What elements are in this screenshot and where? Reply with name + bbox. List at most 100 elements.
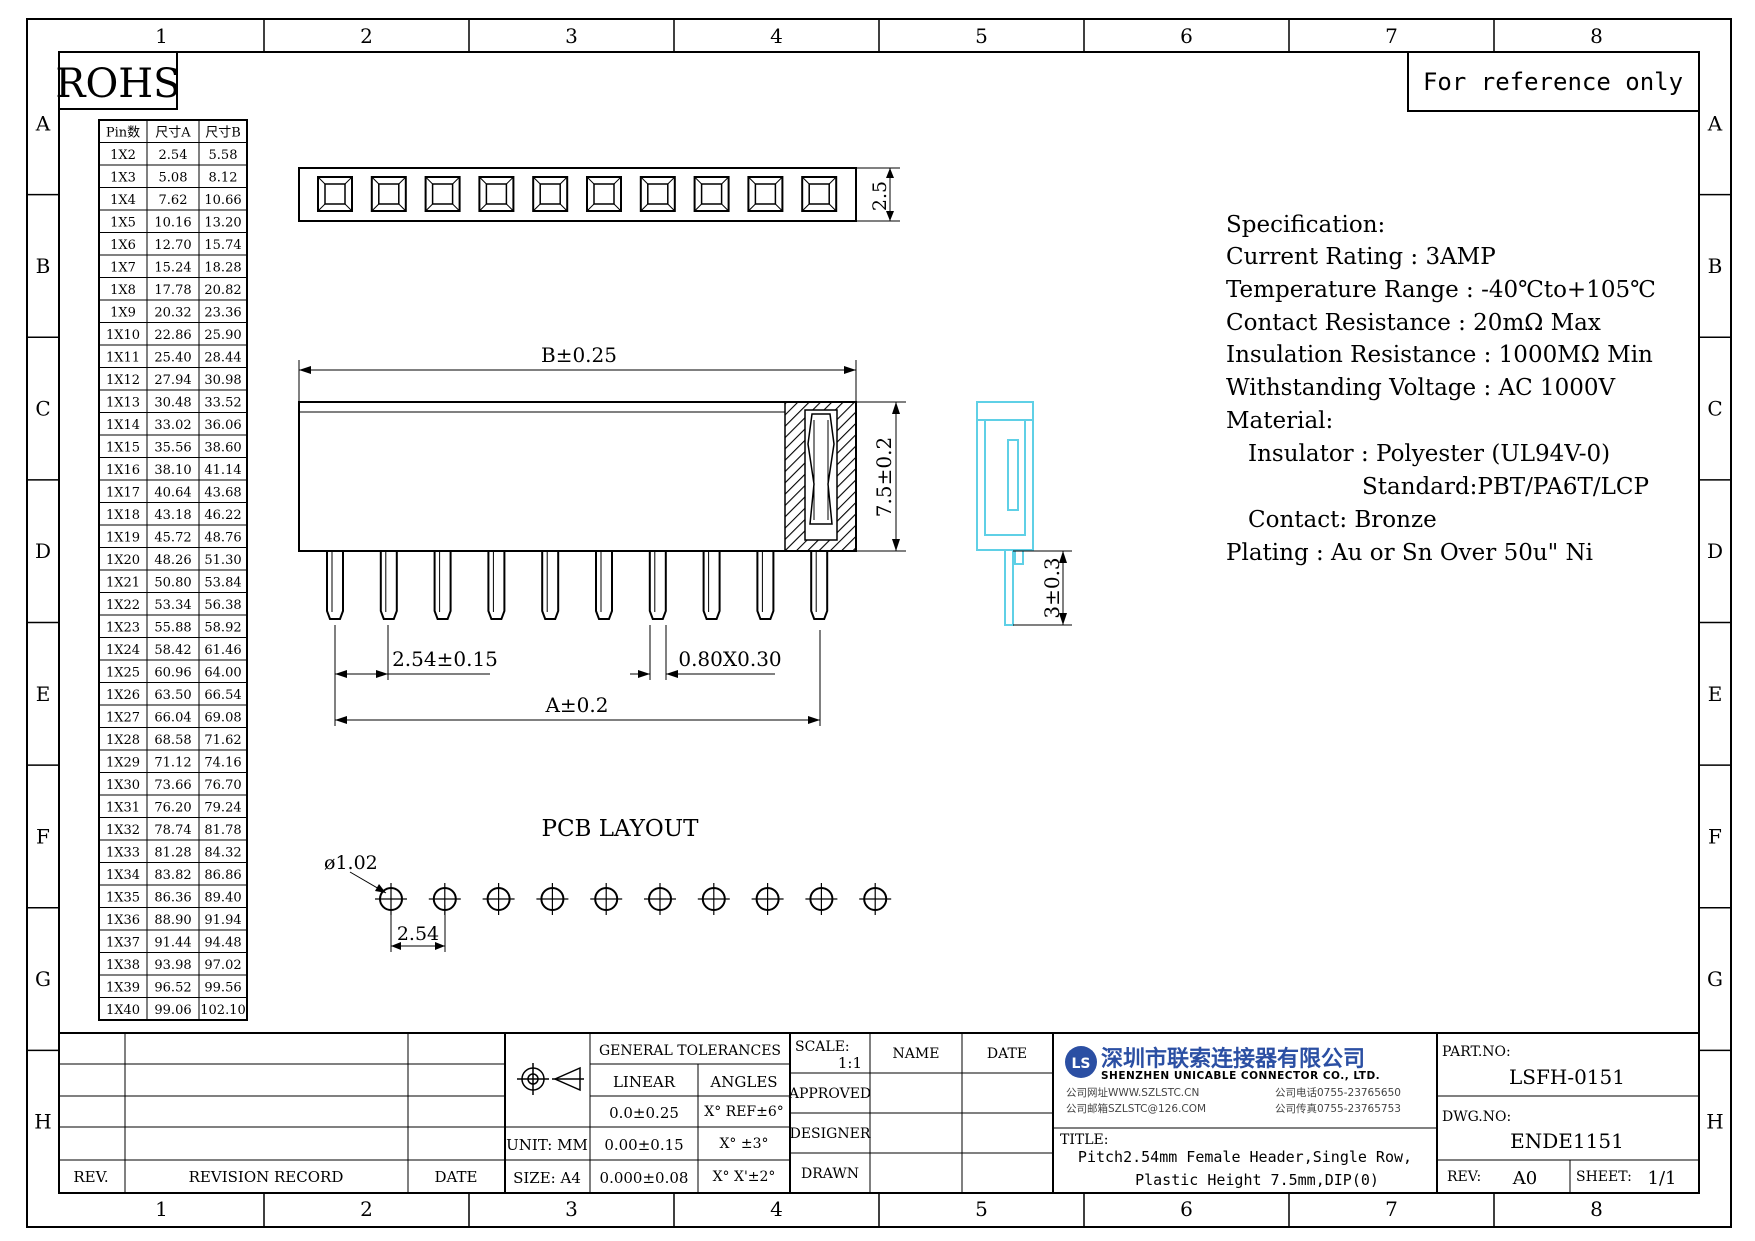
pin-table-cell: 1X5 xyxy=(110,216,136,231)
top-height-dim: 2.5 xyxy=(869,181,891,211)
part-no-value: LSFH-0151 xyxy=(1509,1065,1625,1089)
pin-table-cell: 1X10 xyxy=(106,328,140,343)
pcb-layout: PCB LAYOUT ø1.02 2.54 xyxy=(324,816,892,952)
pin-table-cell: 28.44 xyxy=(204,351,241,366)
pin-table-cell: 1X4 xyxy=(110,193,136,208)
zone-row-label: E xyxy=(1708,682,1723,706)
pin-table-cell: 38.60 xyxy=(204,441,241,456)
rohs-box xyxy=(58,51,178,110)
zone-col-label: 3 xyxy=(565,1197,578,1221)
pin-table-cell: 1X14 xyxy=(106,418,140,433)
top-contact xyxy=(424,176,461,212)
scale-value: 1:1 xyxy=(838,1054,862,1072)
designer-label: DESIGNER xyxy=(790,1126,871,1142)
pin-table-cell: 73.66 xyxy=(154,778,191,793)
pin-table-cell: 1X6 xyxy=(110,238,136,253)
pin-table-cell: 1X15 xyxy=(106,441,140,456)
front-pin xyxy=(648,551,667,620)
pin-table-cell: 45.72 xyxy=(154,531,191,546)
pin-table-cell: 10.16 xyxy=(154,216,191,231)
zone-row-label: D xyxy=(35,539,51,563)
company-fax: 公司传真0755-23765753 xyxy=(1275,1102,1401,1115)
size-label: SIZE: A4 xyxy=(513,1169,581,1187)
pcb-pitch-dim: 2.54 xyxy=(397,923,439,945)
pin-table-cell: 17.78 xyxy=(154,283,191,298)
top-contact xyxy=(370,176,407,212)
pin-table-cell: 96.52 xyxy=(154,981,191,996)
pin-table-cell: 51.30 xyxy=(204,553,241,568)
pcb-title: PCB LAYOUT xyxy=(541,816,699,842)
pin-table-cell: 1X17 xyxy=(106,486,140,501)
top-contact xyxy=(317,176,353,212)
pin-table-cell: 1X31 xyxy=(106,801,140,816)
top-contact xyxy=(639,176,676,212)
inner-frame xyxy=(58,51,1700,1194)
spec-contact: Contact: Bronze xyxy=(1248,507,1437,533)
angle-value-1: X° REF±6° xyxy=(704,1104,784,1120)
pin-table-cell: 43.68 xyxy=(204,486,241,501)
top-contact xyxy=(747,176,784,212)
date-column-label: DATE xyxy=(987,1046,1027,1062)
pin-table-cell: 5.58 xyxy=(209,148,238,163)
zone-row-label: F xyxy=(36,824,50,848)
reference-note: For reference only xyxy=(1423,68,1683,96)
pin-table-cell: 1X9 xyxy=(110,306,136,321)
pin-table-cell: 1X38 xyxy=(106,958,140,973)
spec-line-contact-resistance: Contact Resistance : 20mΩ Max xyxy=(1226,310,1601,336)
top-view: 2.5 xyxy=(298,167,900,222)
linear-value-1: 0.0±0.25 xyxy=(609,1104,679,1122)
front-view: B±0.25 7.5±0.2 2.54±0.15 xyxy=(298,343,906,726)
front-pin xyxy=(810,551,829,620)
pin-table-cell: 1X18 xyxy=(106,508,140,523)
pin-table-cell: 38.10 xyxy=(154,463,191,478)
pin-table-cell: 15.24 xyxy=(154,261,191,276)
pin-table-cell: 18.28 xyxy=(204,261,241,276)
pin-table-cell: 1X11 xyxy=(106,351,140,366)
tail-dim-group: 3±0.3 xyxy=(1013,550,1072,626)
pin-table-cell: 86.86 xyxy=(204,868,241,883)
zone-col-label: 1 xyxy=(155,1197,168,1221)
dwg-no-label: DWG.NO: xyxy=(1442,1109,1511,1125)
pin-table-cell: 94.48 xyxy=(204,936,241,951)
spec-line-temperature: Temperature Range : -40℃to+105℃ xyxy=(1226,277,1656,303)
pin-table-cell: 1X27 xyxy=(106,711,140,726)
pin-table-cell: 99.06 xyxy=(154,1003,191,1018)
pin-table-cell: 25.40 xyxy=(154,351,191,366)
spec-line-material: Material: xyxy=(1226,408,1333,434)
spec-title: Specification: xyxy=(1226,212,1385,238)
pin-table-cell: 23.36 xyxy=(204,306,241,321)
pin-table-cell: 61.46 xyxy=(204,643,241,658)
pin-table-cell: 50.80 xyxy=(154,576,191,591)
pin-table-cell: 1X3 xyxy=(110,171,136,186)
pin-table-cell: 74.16 xyxy=(204,756,241,771)
pin-table-cell: 99.56 xyxy=(204,981,241,996)
front-pin xyxy=(326,551,344,620)
rev-value: A0 xyxy=(1512,1168,1537,1189)
revision-record-label: REVISION RECORD xyxy=(189,1168,344,1186)
title-label: TITLE: xyxy=(1060,1132,1108,1148)
front-pin xyxy=(541,551,560,620)
zone-row-label: F xyxy=(1708,824,1722,848)
pin-table-cell: 71.62 xyxy=(204,733,241,748)
pin-table-cell: 33.52 xyxy=(204,396,241,411)
top-contact xyxy=(693,176,730,212)
pin-table-cell: 58.92 xyxy=(204,621,241,636)
reference-box xyxy=(1407,51,1700,112)
pin-table-cell: 1X40 xyxy=(106,1003,140,1018)
dwg-no-value: ENDE1151 xyxy=(1510,1129,1624,1153)
top-contact xyxy=(478,176,515,212)
pin-table-cell: 46.22 xyxy=(204,508,241,523)
approved-label: APPROVED xyxy=(788,1086,871,1102)
pin-table-cell: 53.84 xyxy=(204,576,241,591)
spec-line-insulation: Insulation Resistance : 1000MΩ Min xyxy=(1226,342,1653,368)
pin-table-cell: 7.62 xyxy=(159,193,188,208)
front-pin xyxy=(756,551,775,620)
pin-table-cell: 48.76 xyxy=(204,531,241,546)
pin-table-cell: 93.98 xyxy=(154,958,191,973)
specification-block: Specification: Current Rating : 3AMP Tem… xyxy=(1226,212,1656,566)
pin-table-cell: 25.90 xyxy=(204,328,241,343)
pin-table-cell: 5.08 xyxy=(159,171,188,186)
front-pin xyxy=(702,551,721,620)
